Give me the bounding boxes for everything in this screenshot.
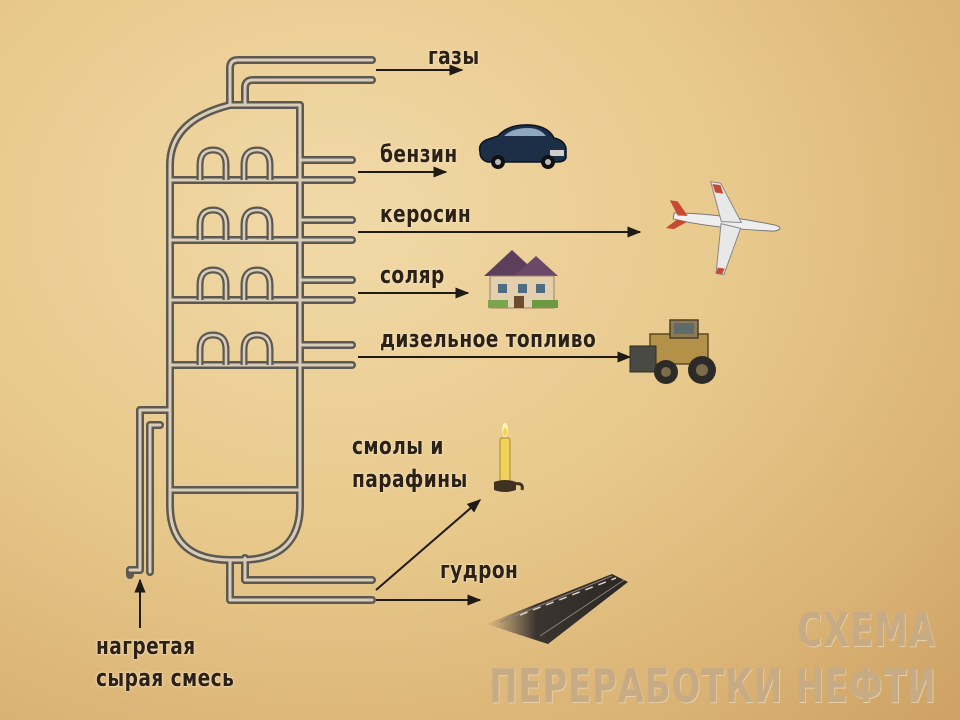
airplane-icon [665,181,781,276]
title-line2: ПЕРЕРАБОТКИ НЕФТИ [488,659,936,713]
tractor-icon [629,319,716,384]
car-icon [478,124,567,169]
title-line1: СХЕМА [797,603,936,657]
label-gasoline: бензин [380,140,458,168]
arrow-resins [375,499,482,591]
road-icon [486,574,628,644]
house-icon [484,250,558,309]
label-gases: газы [428,42,480,70]
label-resins-line2: парафины [352,465,468,493]
label-solar-oil: соляр [380,261,445,289]
label-tar: гудрон [440,556,519,584]
bubble-caps [196,146,274,365]
candle-icon [494,423,524,492]
label-kerosene: керосин [380,200,472,228]
label-resins-line1: смолы и [352,432,444,460]
distillation-column [126,56,376,604]
label-input-line2: сырая смесь [96,664,235,692]
flow-arrows [134,64,642,628]
label-input-line1: нагретая [96,632,196,660]
label-diesel-fuel: дизельное топливо [380,325,597,353]
